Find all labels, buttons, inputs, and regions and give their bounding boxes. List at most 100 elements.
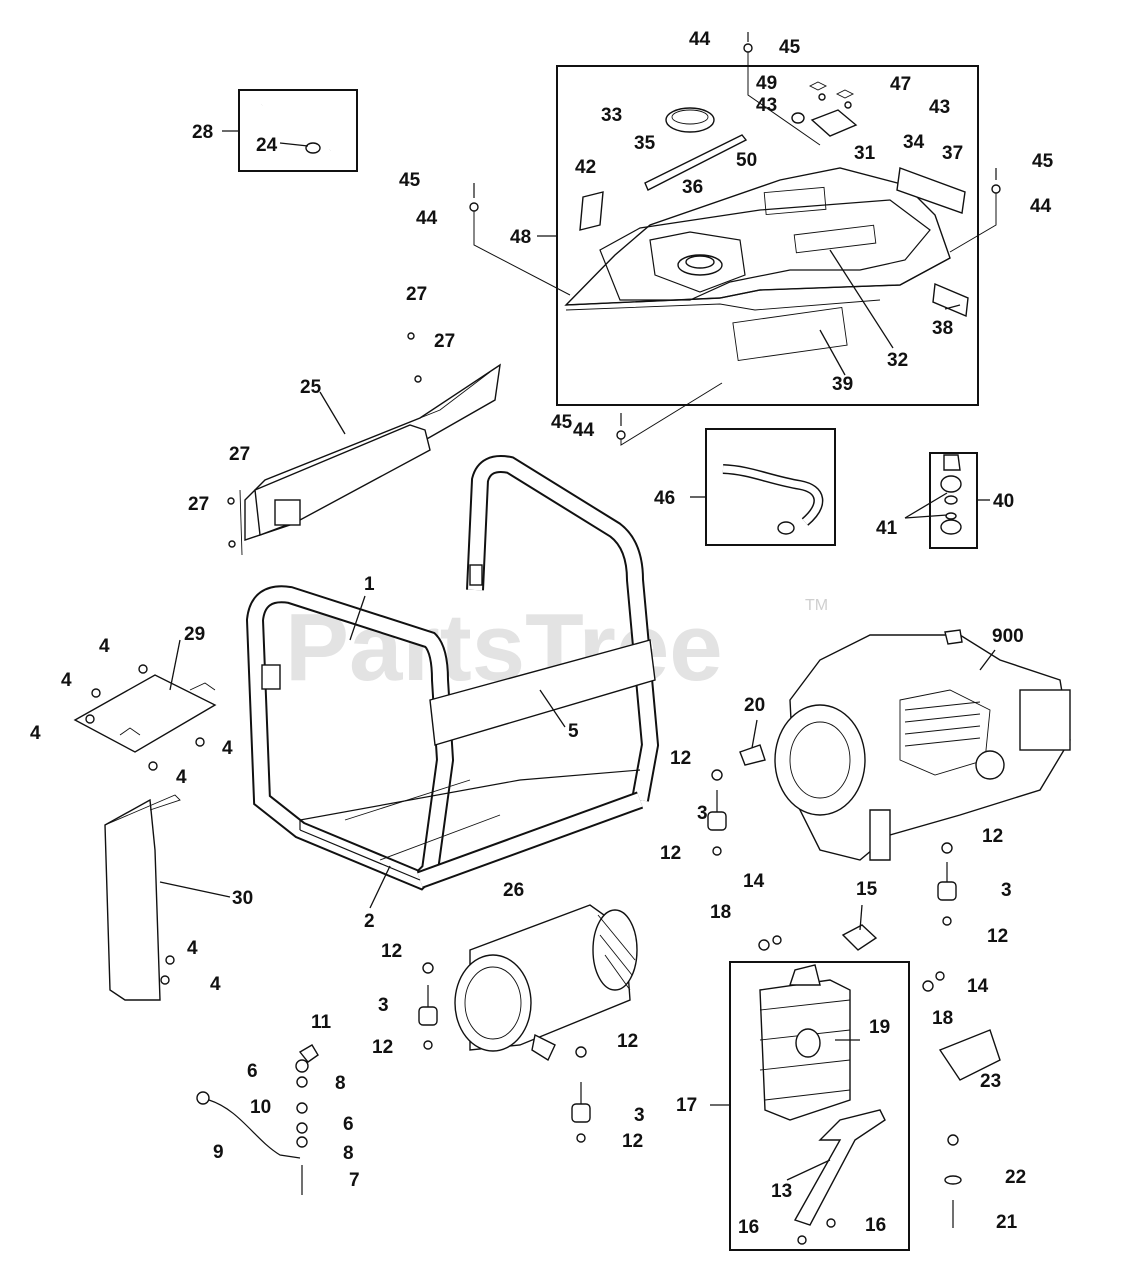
box-46-fuel-line (705, 428, 836, 546)
label-18: 18 (932, 1008, 953, 1029)
label-47: 47 (890, 74, 911, 95)
decal-49 (808, 81, 828, 91)
label-6: 6 (343, 1114, 354, 1135)
bracket-30 (104, 798, 161, 1001)
hardware (85, 32, 1001, 1245)
label-45: 45 (779, 37, 801, 58)
label-27: 27 (434, 331, 455, 352)
label-11: 11 (311, 1012, 332, 1033)
label-44: 44 (689, 29, 711, 50)
part-20 (739, 744, 766, 766)
label-35: 35 (634, 133, 656, 154)
label-25: 25 (300, 377, 322, 398)
label-12: 12 (617, 1031, 638, 1052)
label-50: 50 (736, 150, 757, 171)
label-6: 6 (247, 1061, 258, 1082)
label-20: 20 (744, 695, 765, 716)
label-1: 1 (364, 574, 375, 595)
decal-37 (896, 167, 966, 214)
label-4: 4 (30, 723, 41, 744)
label-27: 27 (406, 284, 427, 305)
label-38: 38 (932, 318, 953, 339)
label-4: 4 (176, 767, 187, 788)
label-15: 15 (856, 879, 878, 900)
label-4: 4 (187, 938, 198, 959)
label-12: 12 (982, 826, 1003, 847)
label-8: 8 (343, 1143, 354, 1164)
label-14: 14 (743, 871, 765, 892)
label-16: 16 (865, 1215, 886, 1236)
label-18: 18 (710, 902, 731, 923)
label-7: 7 (349, 1170, 360, 1191)
label-44: 44 (1030, 196, 1052, 217)
label-27: 27 (229, 444, 250, 465)
label-32: 32 (887, 350, 908, 371)
label-12: 12 (381, 941, 402, 962)
ground-wire-9 (196, 1091, 301, 1159)
label-4: 4 (99, 636, 110, 657)
gasket-15 (841, 924, 878, 951)
label-16: 16 (738, 1217, 759, 1238)
fuel-gauge-34 (791, 109, 858, 137)
label-24: 24 (256, 135, 278, 156)
label-3: 3 (1001, 880, 1012, 901)
label-14: 14 (967, 976, 989, 997)
label-12: 12 (670, 748, 691, 769)
label-12: 12 (622, 1131, 643, 1152)
label-900: 900 (992, 626, 1024, 647)
label-43: 43 (929, 97, 950, 118)
label-19: 19 (869, 1017, 890, 1038)
fuel-tank-48 (564, 167, 951, 361)
label-45: 45 (1032, 151, 1054, 172)
label-26: 26 (503, 880, 524, 901)
decal-35 (644, 134, 748, 191)
panel-29 (73, 674, 217, 753)
label-10: 10 (250, 1097, 271, 1118)
label-45: 45 (399, 170, 421, 191)
label-12: 12 (660, 843, 681, 864)
label-42: 42 (575, 157, 596, 178)
reference-lines (473, 52, 997, 446)
label-44: 44 (416, 208, 438, 229)
label-31: 31 (854, 143, 876, 164)
label-2: 2 (364, 911, 375, 932)
decal-38 (932, 282, 969, 318)
label-49: 49 (756, 73, 777, 94)
label-12: 12 (987, 926, 1008, 947)
muffler-19 (759, 964, 851, 1121)
label-30: 30 (232, 888, 253, 909)
tank-cap-33 (665, 107, 715, 133)
callout-labels: 1 2 5 9 11 13 15 17 19 20 21 22 23 24 25… (30, 29, 1054, 1238)
label-4: 4 (61, 670, 72, 691)
muffler-bracket-13 (793, 1109, 886, 1226)
label-27: 27 (188, 494, 209, 515)
label-39: 39 (832, 374, 853, 395)
label-5: 5 (568, 721, 579, 742)
label-3: 3 (697, 803, 708, 824)
label-4: 4 (210, 974, 221, 995)
label-12: 12 (372, 1037, 393, 1058)
label-36: 36 (682, 177, 703, 198)
label-8: 8 (335, 1073, 346, 1094)
tube-frame-1 (245, 455, 660, 891)
label-9: 9 (213, 1142, 224, 1163)
label-3: 3 (634, 1105, 645, 1126)
label-23: 23 (980, 1071, 1001, 1092)
label-44: 44 (573, 420, 595, 441)
fuel-hose-46 (722, 464, 824, 535)
alternator-26 (454, 904, 638, 1062)
fuel-hose-28 (260, 99, 340, 154)
leader-lines (159, 130, 996, 1181)
decal-42 (579, 191, 604, 231)
trademark: TM (805, 597, 828, 614)
label-45: 45 (551, 412, 573, 433)
label-46: 46 (654, 488, 675, 509)
label-40: 40 (993, 491, 1014, 512)
label-4: 4 (222, 738, 233, 759)
label-48: 48 (510, 227, 531, 248)
label-13: 13 (771, 1181, 792, 1202)
label-29: 29 (184, 624, 205, 645)
label-28: 28 (192, 122, 213, 143)
label-17: 17 (676, 1095, 697, 1116)
